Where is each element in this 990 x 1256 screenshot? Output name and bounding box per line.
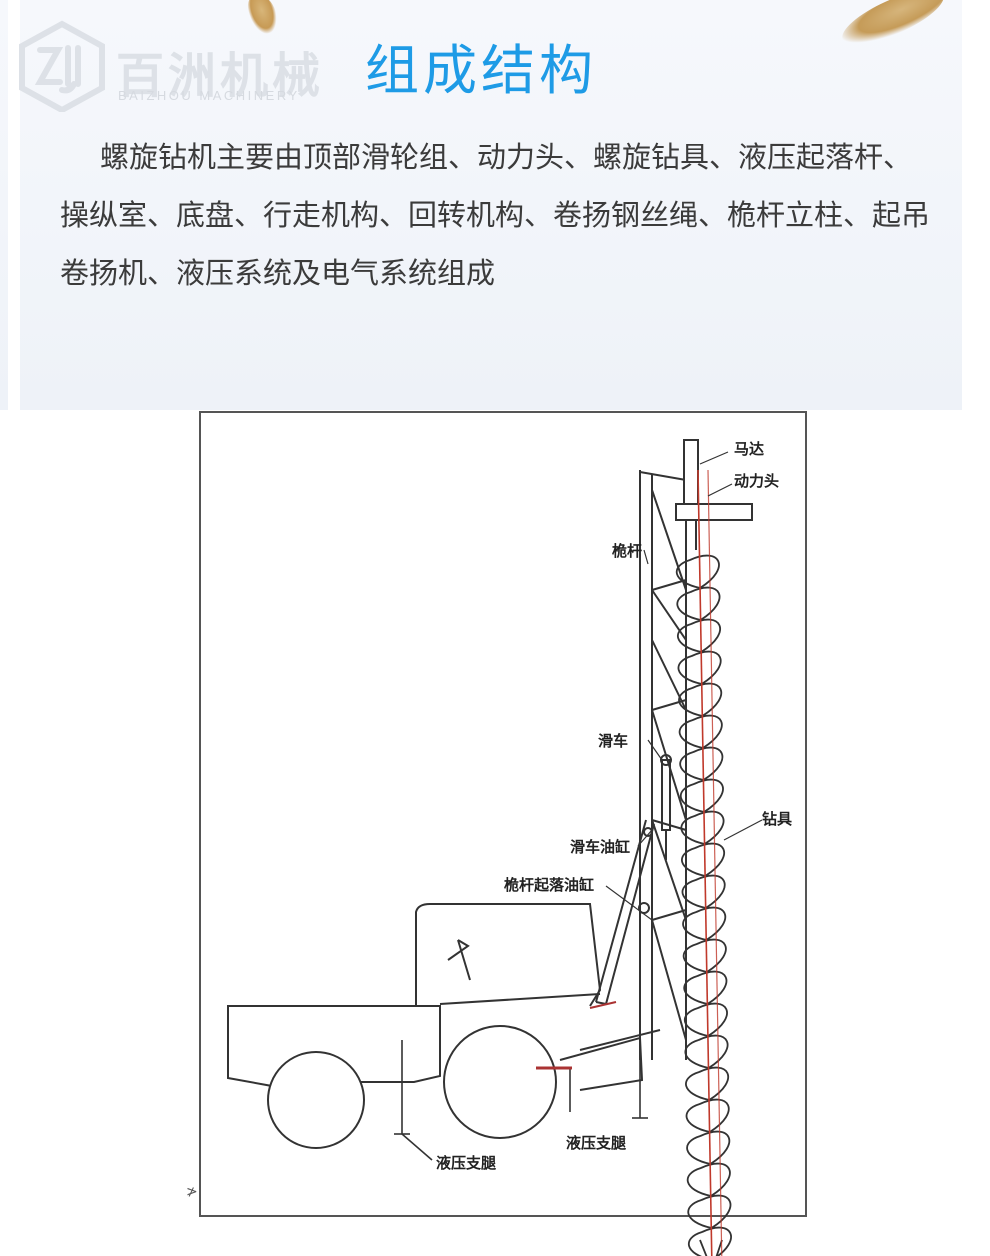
leader-lines <box>605 451 763 921</box>
auger-tip <box>699 1239 723 1256</box>
diagram-frame <box>199 411 807 1217</box>
power-head <box>675 503 753 521</box>
right-border-stripe <box>962 0 990 410</box>
logo-mark-icon <box>19 20 105 112</box>
drill-rig-diagram: ≯ <box>0 410 990 1256</box>
front-wheel <box>443 1025 557 1139</box>
label-mast-lift-cylinder: 桅杆起落油缸 <box>504 876 594 894</box>
left-border-stripe <box>8 0 20 410</box>
rear-wheel <box>267 1051 365 1149</box>
brand-name-en: BAIZHOU MACHINERY <box>118 88 300 103</box>
mast-lift-cylinder <box>589 819 655 1009</box>
auger-flight <box>675 554 732 1256</box>
motor <box>683 439 699 505</box>
brand-logo: 百洲机械 BAIZHOU MACHINERY <box>14 20 334 112</box>
brand-name-cn: 百洲机械 <box>116 48 325 104</box>
label-hydraulic-leg-right: 液压支腿 <box>566 1134 626 1152</box>
drill-centerline-red <box>697 469 713 1256</box>
mast-structure <box>639 440 697 1060</box>
label-pulley-cylinder: 滑车油缸 <box>570 838 630 856</box>
header-panel <box>0 0 990 410</box>
label-power-head: 动力头 <box>734 472 779 490</box>
label-hydraulic-leg-left: 液压支腿 <box>436 1154 496 1172</box>
section-title: 组成结构 <box>365 39 597 102</box>
label-drill-tool: 钻具 <box>762 810 792 828</box>
label-mast: 桅杆 <box>612 542 642 560</box>
label-pulley: 滑车 <box>598 732 628 750</box>
pulley-cylinder <box>638 754 672 914</box>
svg-text:≯: ≯ <box>186 1184 198 1200</box>
section-description: 螺旋钻机主要由顶部滑轮组、动力头、螺旋钻具、液压起落杆、操纵室、底盘、行走机构、… <box>60 140 931 290</box>
label-motor: 马达 <box>734 440 764 458</box>
auger-drill <box>675 554 732 1256</box>
hydraulic-leg-left <box>394 1040 433 1161</box>
drill-centerline-red-2 <box>707 469 723 1256</box>
